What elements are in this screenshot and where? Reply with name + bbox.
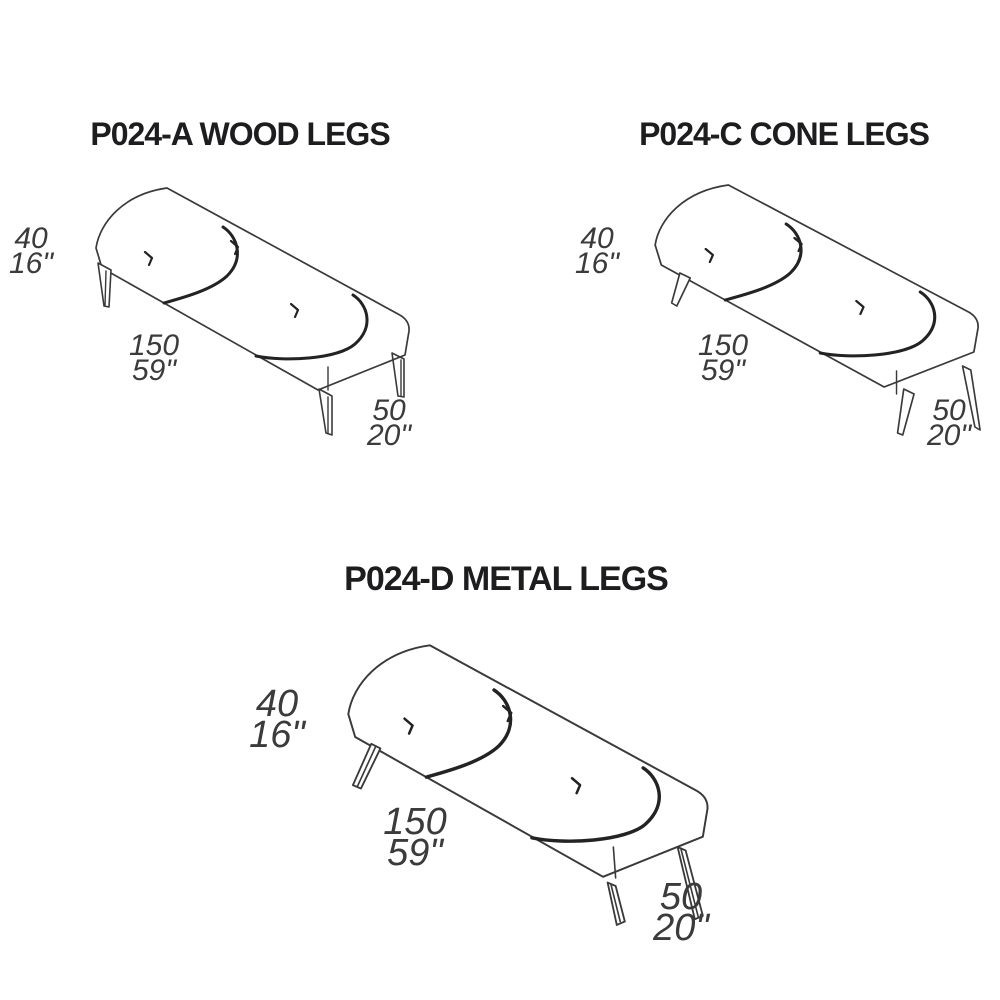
depth-cm-value: 50 — [372, 394, 406, 427]
height-inches-value: 16" — [574, 247, 620, 280]
cushion-seam-2 — [818, 290, 937, 358]
rear-right-leg-edge — [680, 848, 700, 918]
figure-title-metal-legs: P024-D METAL LEGS — [344, 560, 669, 598]
cushion-dimple-1 — [143, 250, 154, 267]
dimension-height-label: 40 16" — [562, 222, 632, 280]
rear-right-leg — [961, 365, 981, 431]
bench-drawing-cone-legs-icon — [654, 184, 981, 436]
front-left-leg-edge — [356, 745, 377, 788]
dimension-height-label: 40 16" — [0, 222, 66, 280]
front-left-leg — [97, 262, 112, 308]
cushion-dimple-3 — [855, 299, 865, 316]
cushion-dimple-2 — [229, 239, 240, 256]
front-right-leg — [318, 388, 333, 436]
front-right-leg-edge — [610, 884, 622, 923]
dimension-height-label: 40 16" — [238, 683, 316, 756]
figure-title-wood-legs: P024-A WOOD LEGS — [90, 116, 390, 152]
cushion-seam-2 — [530, 766, 661, 843]
bench-drawing-wood-legs-icon — [95, 187, 410, 436]
seat-outline — [654, 184, 979, 388]
seat-outline — [95, 187, 410, 391]
length-inches-value: 59" — [387, 832, 443, 874]
height-inches-value: 16" — [8, 247, 54, 280]
cushion-dimple-1 — [704, 247, 715, 264]
length-inches-value: 59" — [700, 354, 746, 387]
depth-inches-value: 20" — [653, 907, 709, 949]
cushion-seam-1 — [162, 225, 239, 305]
bench-drawing-metal-legs-icon — [347, 644, 709, 926]
cushion-seam-1 — [723, 222, 803, 302]
dimension-depth-label: 50 20" — [640, 876, 722, 949]
front-left-leg-edge — [104, 270, 107, 307]
depth-inches-value: 20" — [366, 419, 412, 452]
cushion-seam-2 — [254, 293, 369, 361]
length-inches-value: 59" — [131, 354, 177, 387]
depth-cm-value: 50 — [659, 876, 703, 918]
cushion-dimple-2 — [501, 704, 513, 723]
cushion-seam-1 — [424, 688, 513, 779]
dimension-depth-label: 50 20" — [910, 394, 988, 452]
front-right-leg — [896, 388, 915, 436]
length-cm-value: 150 — [383, 801, 447, 843]
seat-outline — [347, 644, 709, 878]
height-cm-value: 40 — [14, 222, 48, 255]
length-cm-value: 150 — [128, 329, 180, 362]
height-inches-value: 16" — [249, 714, 305, 756]
depth-inches-value: 20" — [926, 419, 972, 452]
length-cm-value: 150 — [697, 329, 749, 362]
dimension-length-label: 150 59" — [115, 329, 193, 387]
dimension-depth-label: 50 20" — [350, 394, 428, 452]
dimension-length-label: 150 59" — [684, 329, 762, 387]
height-cm-value: 40 — [580, 222, 614, 255]
cushion-dimple-3 — [570, 776, 582, 795]
dimension-length-label: 150 59" — [374, 801, 456, 874]
cushion-dimple-1 — [403, 717, 414, 735]
height-cm-value: 40 — [255, 683, 299, 725]
figure-title-cone-legs: P024-C CONE LEGS — [639, 116, 930, 152]
cushion-dimple-2 — [793, 236, 803, 253]
front-left-leg — [670, 272, 692, 307]
depth-cm-value: 50 — [932, 394, 966, 427]
cushion-dimple-3 — [289, 302, 300, 319]
